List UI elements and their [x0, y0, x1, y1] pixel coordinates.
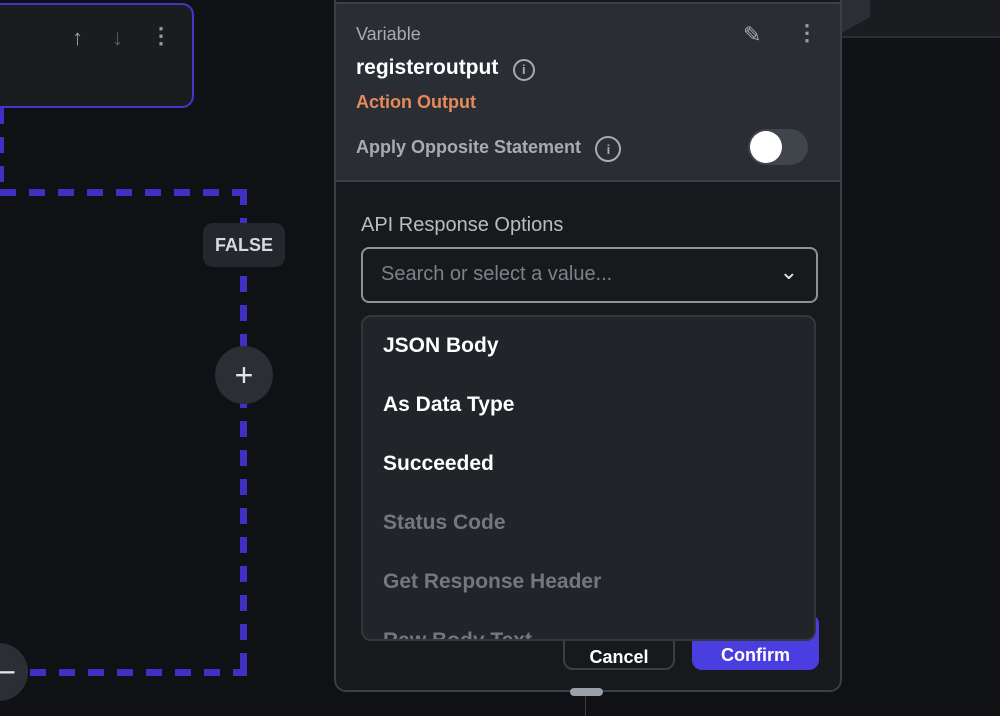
connector-line — [30, 669, 247, 676]
chevron-down-icon[interactable]: ⌄ — [779, 259, 798, 284]
connector-line — [0, 108, 4, 190]
options-dropdown: JSON Body As Data Type Succeeded Status … — [361, 315, 816, 641]
more-vertical-icon[interactable]: ⋮ — [796, 20, 818, 45]
variable-header: Variable ✎ ⋮ registeroutput i Action Out… — [336, 2, 840, 182]
connector-line — [0, 189, 245, 196]
option-get-response-header: Get Response Header — [383, 570, 602, 593]
api-response-options-label: API Response Options — [361, 214, 564, 236]
variable-label: Variable — [356, 24, 421, 44]
move-up-icon[interactable]: ↑ — [72, 25, 83, 50]
apply-opposite-toggle[interactable] — [748, 129, 808, 165]
api-response-select[interactable]: Search or select a value... ⌄ — [361, 247, 818, 303]
flow-node-card[interactable]: ↑ ↓ ⋮ — [0, 3, 194, 108]
add-step-button[interactable]: + — [215, 346, 273, 404]
option-json-body[interactable]: JSON Body — [383, 334, 499, 357]
resize-handle[interactable] — [570, 688, 603, 696]
panel-pointer — [840, 0, 870, 34]
option-succeeded[interactable]: Succeeded — [383, 452, 494, 475]
info-icon[interactable]: i — [512, 58, 535, 81]
move-down-icon[interactable]: ↓ — [112, 25, 123, 50]
false-branch-badge: FALSE — [203, 223, 285, 267]
info-icon[interactable]: i — [595, 136, 622, 162]
variable-source: Action Output — [356, 92, 476, 112]
edit-pencil-icon[interactable]: ✎ — [743, 22, 762, 47]
connector-line — [240, 189, 247, 675]
option-status-code: Status Code — [383, 511, 506, 534]
collapse-button[interactable]: − — [0, 643, 28, 701]
option-raw-body-text: Raw Body Text — [383, 629, 532, 641]
variable-name: registeroutput — [356, 56, 499, 79]
option-as-data-type[interactable]: As Data Type — [383, 393, 515, 416]
select-placeholder: Search or select a value... — [381, 263, 613, 285]
connector-line — [585, 696, 586, 716]
apply-opposite-label: Apply Opposite Statement — [356, 137, 582, 158]
more-vertical-icon[interactable]: ⋮ — [150, 23, 172, 48]
toggle-knob — [750, 131, 782, 163]
